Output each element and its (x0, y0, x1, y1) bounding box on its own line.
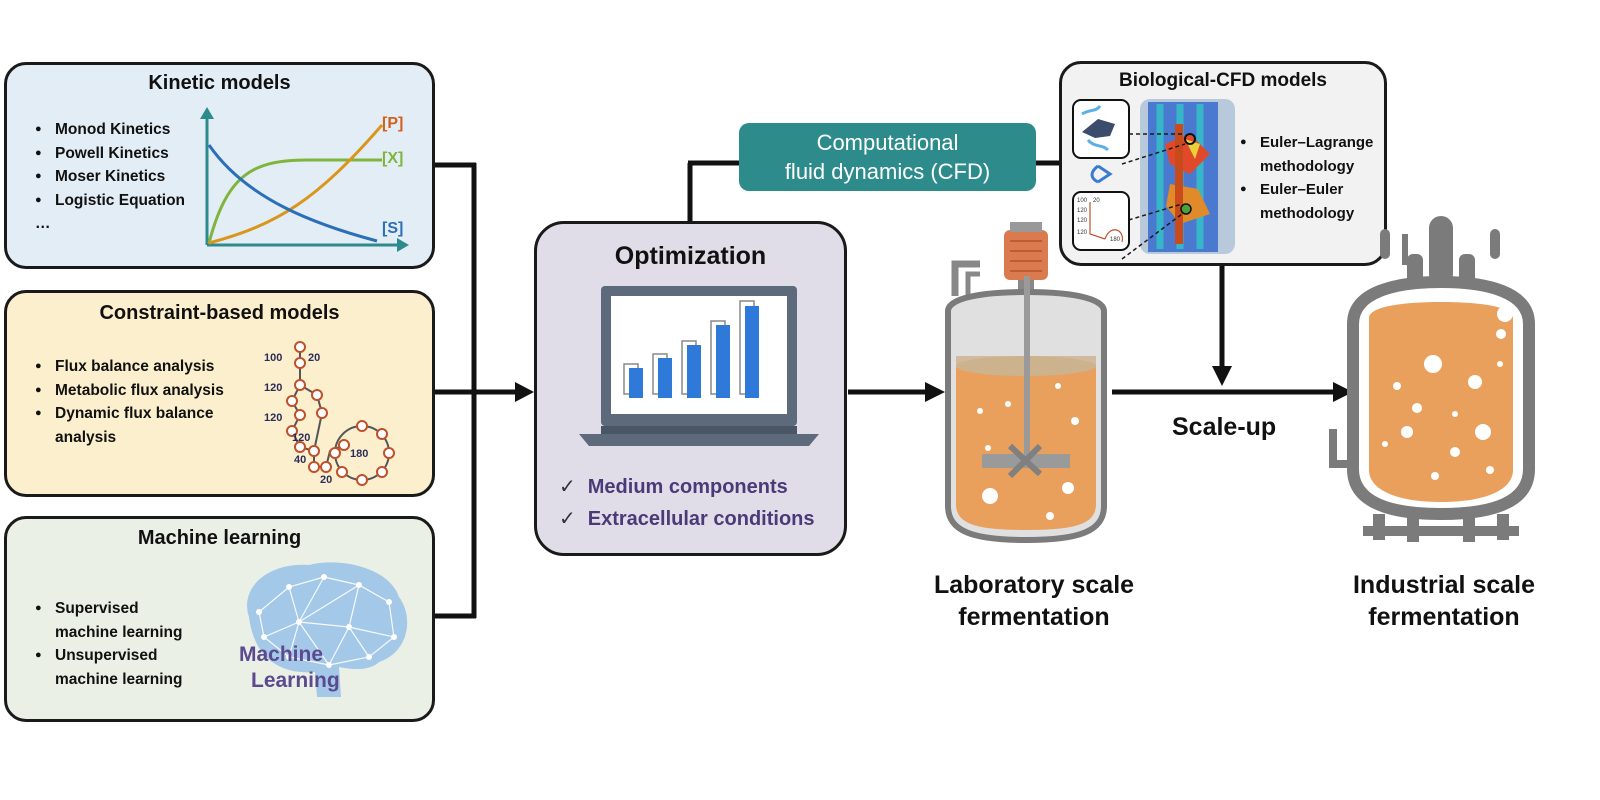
bar (716, 325, 730, 398)
models-to-optimization-connector (435, 162, 518, 619)
check-label: Extracellular conditions (587, 508, 815, 530)
kinetic-models-list: Monod Kinetics Powell Kinetics Moser Kin… (35, 118, 185, 236)
arrow-down-to-scaleup (1212, 366, 1232, 386)
cfd-label-line2: fluid dynamics (CFD) (784, 159, 991, 184)
bar (629, 368, 643, 398)
mini-network-label: 120 (1077, 230, 1088, 236)
bio-cfd-box: Biological-CFD models 100 20 120 120 120… (1059, 61, 1387, 266)
metabolic-network-diagram: 100 20 120 120 120 40 20 180 (264, 341, 395, 486)
list-item: Powell Kinetics (35, 142, 185, 166)
industrial-scale-line2: fermentation (1368, 603, 1520, 631)
mini-network-label: 20 (1093, 198, 1100, 204)
list-item-continued: analysis (55, 428, 117, 446)
bio-cfd-list: Euler–Lagrange methodology Euler–Euler m… (1240, 131, 1373, 225)
list-item: Supervised (35, 597, 182, 621)
kinetic-curves-chart (200, 107, 409, 252)
cfd-label-line1: Computational (816, 130, 959, 155)
list-item-continued: methodology (1260, 157, 1355, 175)
mini-network-label: 120 (1077, 218, 1088, 224)
industrial-scale-label: Industrial scale fermentation (1318, 569, 1570, 633)
check-label: Medium components (587, 476, 788, 498)
lab-fermenter-icon (945, 222, 1107, 544)
cfd-label-box: Computational fluid dynamics (CFD) (739, 123, 1036, 191)
check-icon: ✓ (559, 508, 576, 530)
brain-label-line2: Learning (251, 669, 340, 692)
kinetic-models-title: Kinetic models (148, 72, 291, 94)
curve-label-s: [S] (382, 220, 404, 237)
mini-network-label: 180 (1110, 237, 1121, 243)
mini-network-label: 120 (1077, 208, 1088, 214)
machine-learning-list: Supervised machine learning Unsupervised… (35, 597, 182, 691)
network-label: 120 (264, 412, 282, 424)
machine-learning-title: Machine learning (137, 527, 302, 549)
brain-label-line1: Machine (239, 643, 324, 666)
list-item-continued: methodology (1260, 204, 1355, 222)
brain-icon (247, 562, 408, 697)
arrow-to-optimization (515, 382, 534, 402)
constraint-models-box: Constraint-based models Flux balance ana… (4, 290, 435, 497)
industrial-fermenter-icon (1329, 216, 1535, 542)
list-item: Metabolic flux analysis (35, 379, 224, 403)
list-item-ellipsis: … (35, 215, 51, 232)
check-item-extracellular: ✓ Extracellular conditions (559, 506, 815, 531)
scale-up-label: Scale-up (1172, 413, 1277, 441)
industrial-scale-line1: Industrial scale (1352, 571, 1536, 599)
laptop-chart-icon (579, 286, 819, 446)
constraint-models-title: Constraint-based models (99, 302, 340, 324)
curve-p (208, 124, 384, 245)
arrow-to-lab (925, 382, 945, 402)
network-label: 40 (294, 454, 306, 466)
bar (745, 306, 759, 398)
list-item-continued: machine learning (55, 623, 183, 641)
list-item: Moser Kinetics (35, 165, 185, 189)
list-item-continued: machine learning (55, 670, 183, 688)
list-item: Logistic Equation (35, 189, 185, 213)
bio-cfd-title: Biological-CFD models (1119, 70, 1327, 91)
network-label: 120 (264, 382, 282, 394)
optimization-box: Optimization ✓ Medium components ✓ Extrace… (534, 221, 847, 556)
network-detail-inset (1072, 191, 1130, 251)
network-label: 120 (292, 432, 310, 444)
constraint-models-list: Flux balance analysis Metabolic flux ana… (35, 355, 224, 449)
list-item: Dynamic flux balance (35, 402, 224, 426)
curve-s (207, 144, 378, 243)
list-item: Monod Kinetics (35, 118, 185, 142)
network-label: 100 (264, 352, 282, 364)
lab-scale-line2: fermentation (958, 603, 1110, 631)
list-item: Euler–Lagrange (1240, 131, 1373, 155)
bar (687, 345, 701, 398)
machine-learning-box: Machine learning Supervised machine lear… (4, 516, 435, 722)
optimization-title: Optimization (614, 242, 767, 270)
kinetic-models-box: Kinetic models Monod Kinetics Powell Kin… (4, 62, 435, 269)
list-item: Unsupervised (35, 644, 182, 668)
list-item: Euler–Euler (1240, 178, 1373, 202)
check-icon: ✓ (559, 476, 576, 498)
check-item-medium: ✓ Medium components (559, 474, 788, 499)
network-label: 20 (320, 474, 332, 486)
curve-x (207, 158, 382, 244)
network-label: 20 (308, 352, 320, 364)
curve-label-p: [P] (382, 115, 404, 132)
cfd-simulation-image: 100 20 120 120 120 180 (1072, 99, 1235, 260)
list-item: Flux balance analysis (35, 355, 224, 379)
arrow-to-industrial (1333, 382, 1353, 402)
mini-network-label: 100 (1077, 198, 1088, 204)
network-label: 180 (350, 448, 368, 460)
curve-label-x: [X] (382, 150, 404, 167)
optimization-cfd-connector (687, 160, 1062, 222)
lab-scale-line1: Laboratory scale (933, 571, 1135, 599)
lab-scale-label: Laboratory scale fermentation (902, 569, 1166, 633)
bar (658, 358, 672, 398)
